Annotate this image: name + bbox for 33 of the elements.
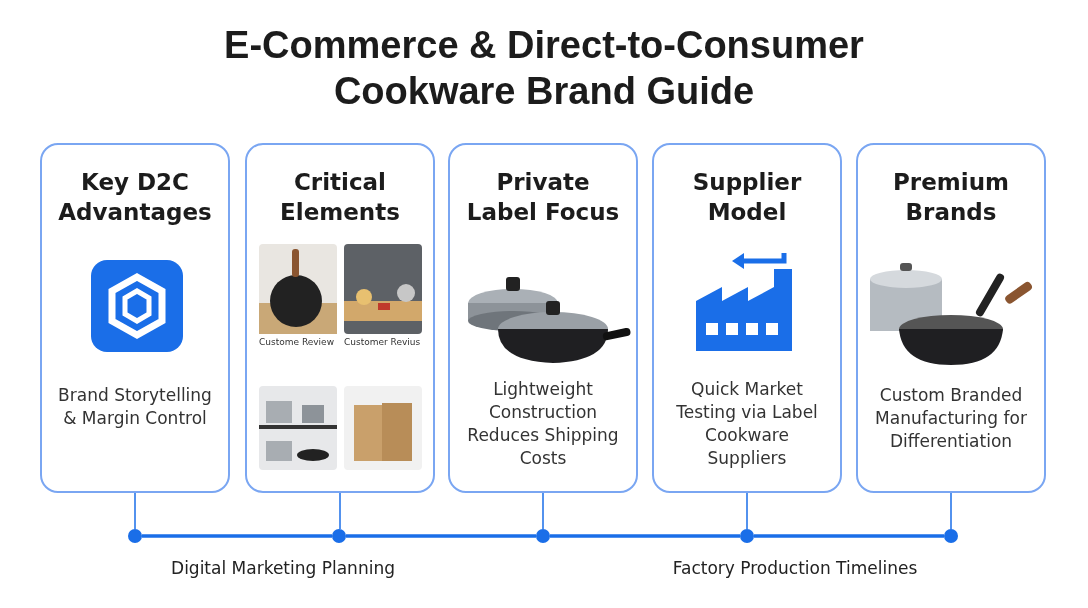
timeline-dot (332, 529, 346, 543)
timeline-dot (740, 529, 754, 543)
card-heading: Supplier Model (691, 168, 803, 227)
timeline-dot (944, 529, 958, 543)
timeline-dot (536, 529, 550, 543)
card-heading: Private Label Focus (465, 168, 621, 227)
timeline-label: Factory Production Timelines (672, 558, 918, 578)
connector-line (950, 492, 952, 530)
card-description: Brand Storytelling & Margin Control (57, 384, 213, 430)
connector-line (746, 492, 748, 530)
photo-caption: Custome Review (259, 337, 334, 347)
connector-line (550, 534, 740, 538)
photo-caption: Customer Revius (344, 337, 421, 347)
timeline-dot (128, 529, 142, 543)
card-description: Quick Market Testing via Label Cookware Suppliers (675, 378, 819, 470)
card-heading: Critical Elements (279, 168, 401, 227)
connector-line (542, 492, 544, 530)
category-card (245, 143, 435, 493)
connector-line (142, 534, 332, 538)
card-description: Custom Branded Manufacturing for Differentiation (874, 384, 1028, 453)
card-description: Lightweight Construction Reduces Shipping Costs (466, 378, 620, 470)
connector-line (754, 534, 944, 538)
timeline-label: Digital Marketing Planning (171, 558, 395, 578)
connector-line (339, 492, 341, 530)
category-card (652, 143, 842, 493)
category-card (856, 143, 1046, 493)
connector-line (346, 534, 536, 538)
title: E-Commerce & Direct-to-Consumer Cookware Brand Guide (223, 23, 865, 114)
card-heading: Premium Brands (892, 168, 1010, 227)
connector-line (134, 492, 136, 530)
card-heading: Key D2C Advantages (57, 168, 213, 227)
category-card (40, 143, 230, 493)
category-card (448, 143, 638, 493)
